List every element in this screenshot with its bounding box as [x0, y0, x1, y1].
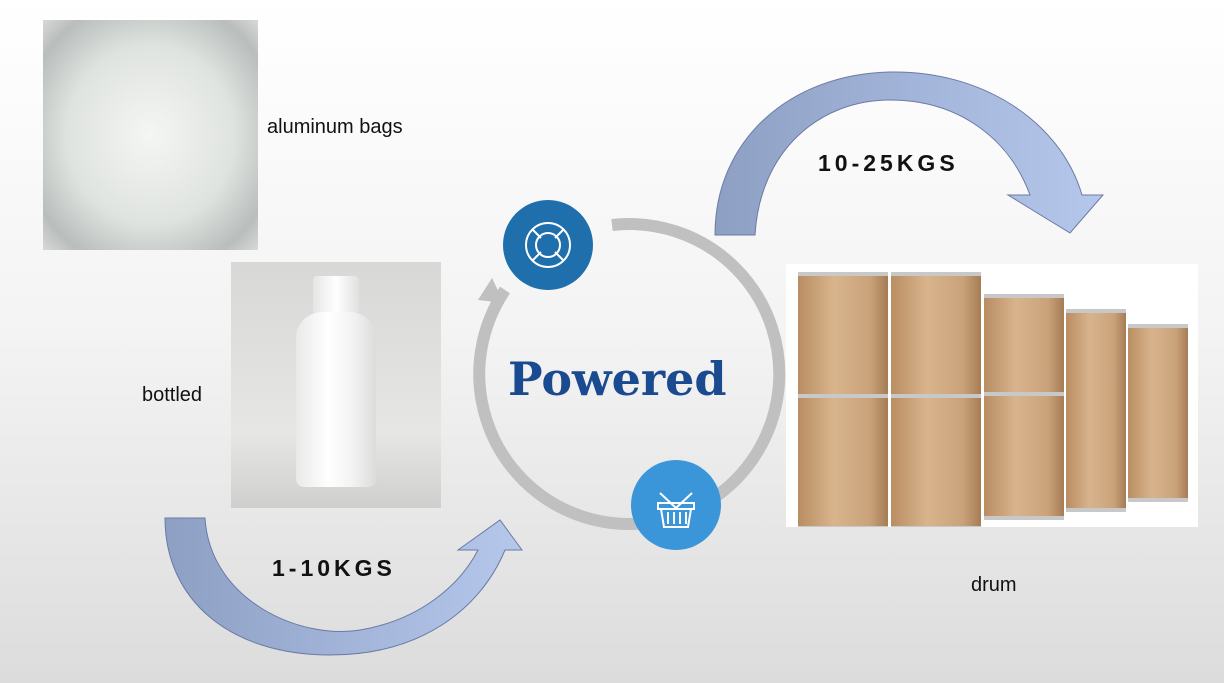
- bottled-label: bottled: [142, 384, 203, 406]
- small-weight-label: 1-10KGS: [272, 555, 396, 581]
- drum-photo: [786, 264, 1198, 527]
- aluminum-bag-photo: [43, 20, 258, 250]
- large-weight-label: 10-25KGS: [818, 150, 959, 176]
- drum-label: drum: [971, 574, 1017, 596]
- center-title: Powered: [508, 352, 727, 406]
- aluminum-bags-label: aluminum bags: [267, 116, 403, 138]
- basket-icon: [657, 492, 695, 528]
- lifebuoy-icon: [525, 222, 571, 268]
- bottle-photo: [231, 262, 441, 508]
- ring-arrowhead: [478, 278, 504, 303]
- curved-arrow-top: [714, 71, 1105, 236]
- curved-arrow-bottom: [164, 517, 523, 656]
